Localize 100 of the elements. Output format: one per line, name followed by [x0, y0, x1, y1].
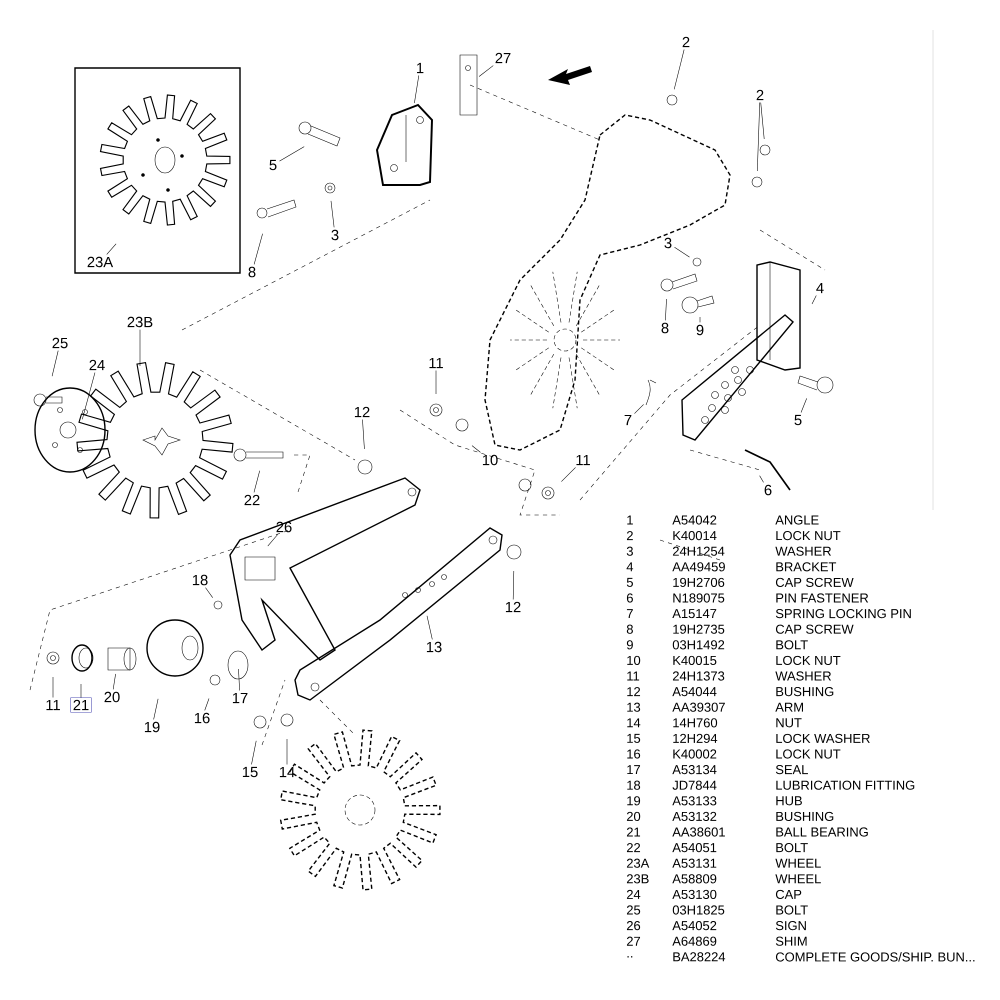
parts-table-cell: A54044 [672, 687, 716, 696]
leader-line [80, 684, 82, 698]
parts-table-cell: BOLT [776, 905, 808, 915]
callout-number: 15 [242, 766, 258, 778]
parts-table-cell: 23B [626, 874, 649, 884]
callout-number: 2 [682, 36, 690, 48]
leader-line [268, 534, 278, 546]
parts-table-cell: 4 [626, 562, 634, 572]
parts-table-cell: CAP [776, 890, 802, 899]
parts-table-cell: 17 [627, 765, 640, 774]
parts-table-cell: AA38601 [672, 827, 725, 837]
callout-number: 18 [192, 574, 208, 586]
parts-table-cell: 3 [626, 546, 633, 556]
parts-table-cell: 5 [626, 578, 633, 587]
leader-line [812, 295, 817, 304]
leader-line [426, 616, 433, 640]
parts-table-cell: A53133 [672, 796, 716, 806]
leader-line [52, 676, 54, 698]
callout-number: 3 [664, 238, 672, 248]
parts-table-cell: A53134 [672, 765, 716, 774]
leader-line [204, 698, 210, 711]
parts-table-cell: 03H1492 [672, 640, 724, 650]
parts-table-cell: 1 [627, 516, 633, 524]
parts-table-cell: AA49459 [672, 562, 725, 572]
parts-table-cell: 12H294 [673, 734, 718, 743]
parts-table-cell: AA39307 [672, 702, 725, 712]
callout-number: 5 [794, 414, 802, 426]
parts-table-cell: WHEEL [775, 858, 821, 868]
parts-table-cell: A58809 [672, 874, 716, 884]
parts-table-cell: K40002 [673, 749, 716, 759]
callout-number: 6 [764, 484, 772, 496]
parts-table-cell: 14H760 [673, 718, 718, 728]
leader-line [254, 233, 263, 265]
callout-number: 2 [756, 90, 764, 100]
callout-number: 8 [248, 266, 256, 278]
parts-table-cell: BALL BEARING [776, 827, 868, 837]
callout-number: 19 [144, 722, 160, 732]
leader-line [112, 674, 116, 690]
leader-line [106, 244, 116, 255]
leader-line [330, 200, 334, 228]
leader-line [279, 146, 304, 162]
leader-line [478, 65, 494, 77]
parts-table-cell: A54051 [672, 843, 716, 852]
parts-table-cell: 13 [627, 702, 640, 712]
parts-table-cell: LUBRICATION FITTING [776, 780, 914, 790]
leader-line [153, 698, 158, 720]
parts-table-cell: 2 [626, 531, 633, 540]
callout-number: 5 [270, 160, 276, 170]
parts-table-cell: SEAL [776, 765, 808, 774]
parts-table-cell: WASHER [775, 546, 831, 556]
leader-line [362, 419, 365, 450]
parts-table-cell: 03H1825 [672, 905, 724, 915]
parts-table-cell: A54042 [672, 515, 716, 525]
parts-table-cell: .. [627, 956, 632, 958]
parts-table-cell: A54052 [672, 921, 716, 930]
leader-line [512, 570, 514, 600]
parts-table-cell: A53132 [672, 812, 716, 821]
leader-line [760, 102, 764, 140]
callout-number: 11 [46, 700, 60, 710]
callout-number: 23A [88, 256, 114, 268]
parts-table-cell: 8 [626, 624, 633, 634]
callout-number: 11 [576, 454, 590, 466]
parts-table-cell: 12 [627, 687, 640, 696]
parts-table-cell: 26 [626, 921, 640, 930]
callout-number: 24 [90, 360, 105, 370]
parts-table-cell: 24H1373 [672, 671, 724, 681]
parts-table-cell: A15147 [672, 609, 716, 618]
parts-table-cell: BUSHING [776, 812, 834, 821]
leader-line [561, 467, 576, 482]
parts-table-cell: 15 [627, 734, 640, 743]
parts-table-cell: PIN FASTENER [776, 593, 868, 603]
parts-table-cell: WHEEL [775, 874, 821, 884]
callout-number: 3 [331, 230, 338, 240]
parts-table-cell: 19H2735 [673, 624, 724, 634]
leader-line [757, 102, 760, 172]
leader-line [52, 350, 58, 376]
leader-line [674, 49, 684, 90]
parts-table-cell: LOCK NUT [776, 749, 840, 759]
callout-number: 13 [426, 642, 442, 652]
parts-table-cell: A53131 [672, 858, 716, 868]
parts-table-cell: LOCK NUT [776, 531, 840, 540]
leader-line [238, 668, 240, 691]
parts-table-cell: ANGLE [775, 515, 819, 525]
leader-line [82, 372, 96, 420]
callout-number: 8 [662, 322, 668, 334]
parts-table-cell: 19H2706 [673, 578, 724, 587]
callout-number: 25 [52, 338, 68, 348]
callout-number: 20 [104, 692, 120, 702]
parts-table-cell: BRACKET [776, 562, 836, 572]
parts-table-cell: 16 [627, 749, 640, 759]
parts-table-cell: 20 [626, 812, 640, 821]
parts-table-cell: 23A [626, 858, 650, 868]
parts-table-cell: CAP SCREW [776, 578, 854, 587]
parts-table-cell: 18 [627, 780, 640, 790]
parts-table-cell: 10 [627, 656, 640, 665]
callout-number: 23B [128, 316, 152, 328]
callout-number: 9 [696, 324, 704, 336]
parts-table-cell: 6 [626, 593, 633, 603]
parts-table-cell: HUB [776, 796, 802, 806]
parts-table-cell: K40014 [673, 531, 716, 540]
